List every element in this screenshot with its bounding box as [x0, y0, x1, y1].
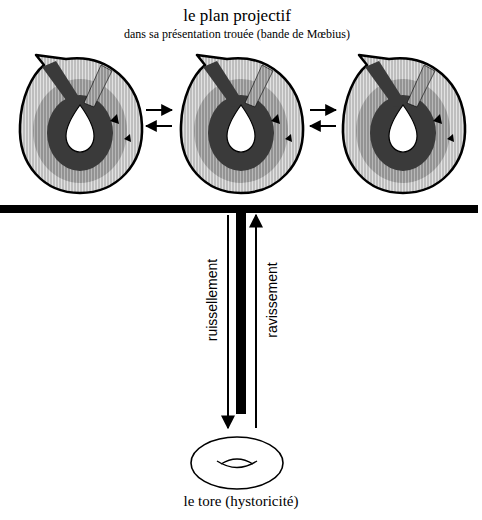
vertical-bar [236, 212, 246, 414]
edge-label: ruissellement [204, 257, 220, 343]
subheading: dans sa présentation trouée (bande de Mœ… [0, 26, 478, 42]
moebius-figure [343, 55, 465, 193]
moebius-figure [20, 55, 142, 193]
projective-plane-region: le plan projectifdans sa présentation tr… [0, 0, 478, 213]
flow-arrow [255, 215, 257, 428]
torus-figure [137, 430, 337, 492]
flow-arrow [227, 215, 229, 428]
node-label: le tore (hystoricité) [137, 492, 345, 510]
edge-label: ravissement [264, 260, 280, 339]
moebius-figure [181, 55, 303, 193]
diagram-heading: le plan projectif [0, 0, 478, 26]
torus-node: le tore (hystoricité) [137, 430, 345, 516]
double-arrow [146, 110, 172, 126]
double-arrow [310, 110, 336, 126]
